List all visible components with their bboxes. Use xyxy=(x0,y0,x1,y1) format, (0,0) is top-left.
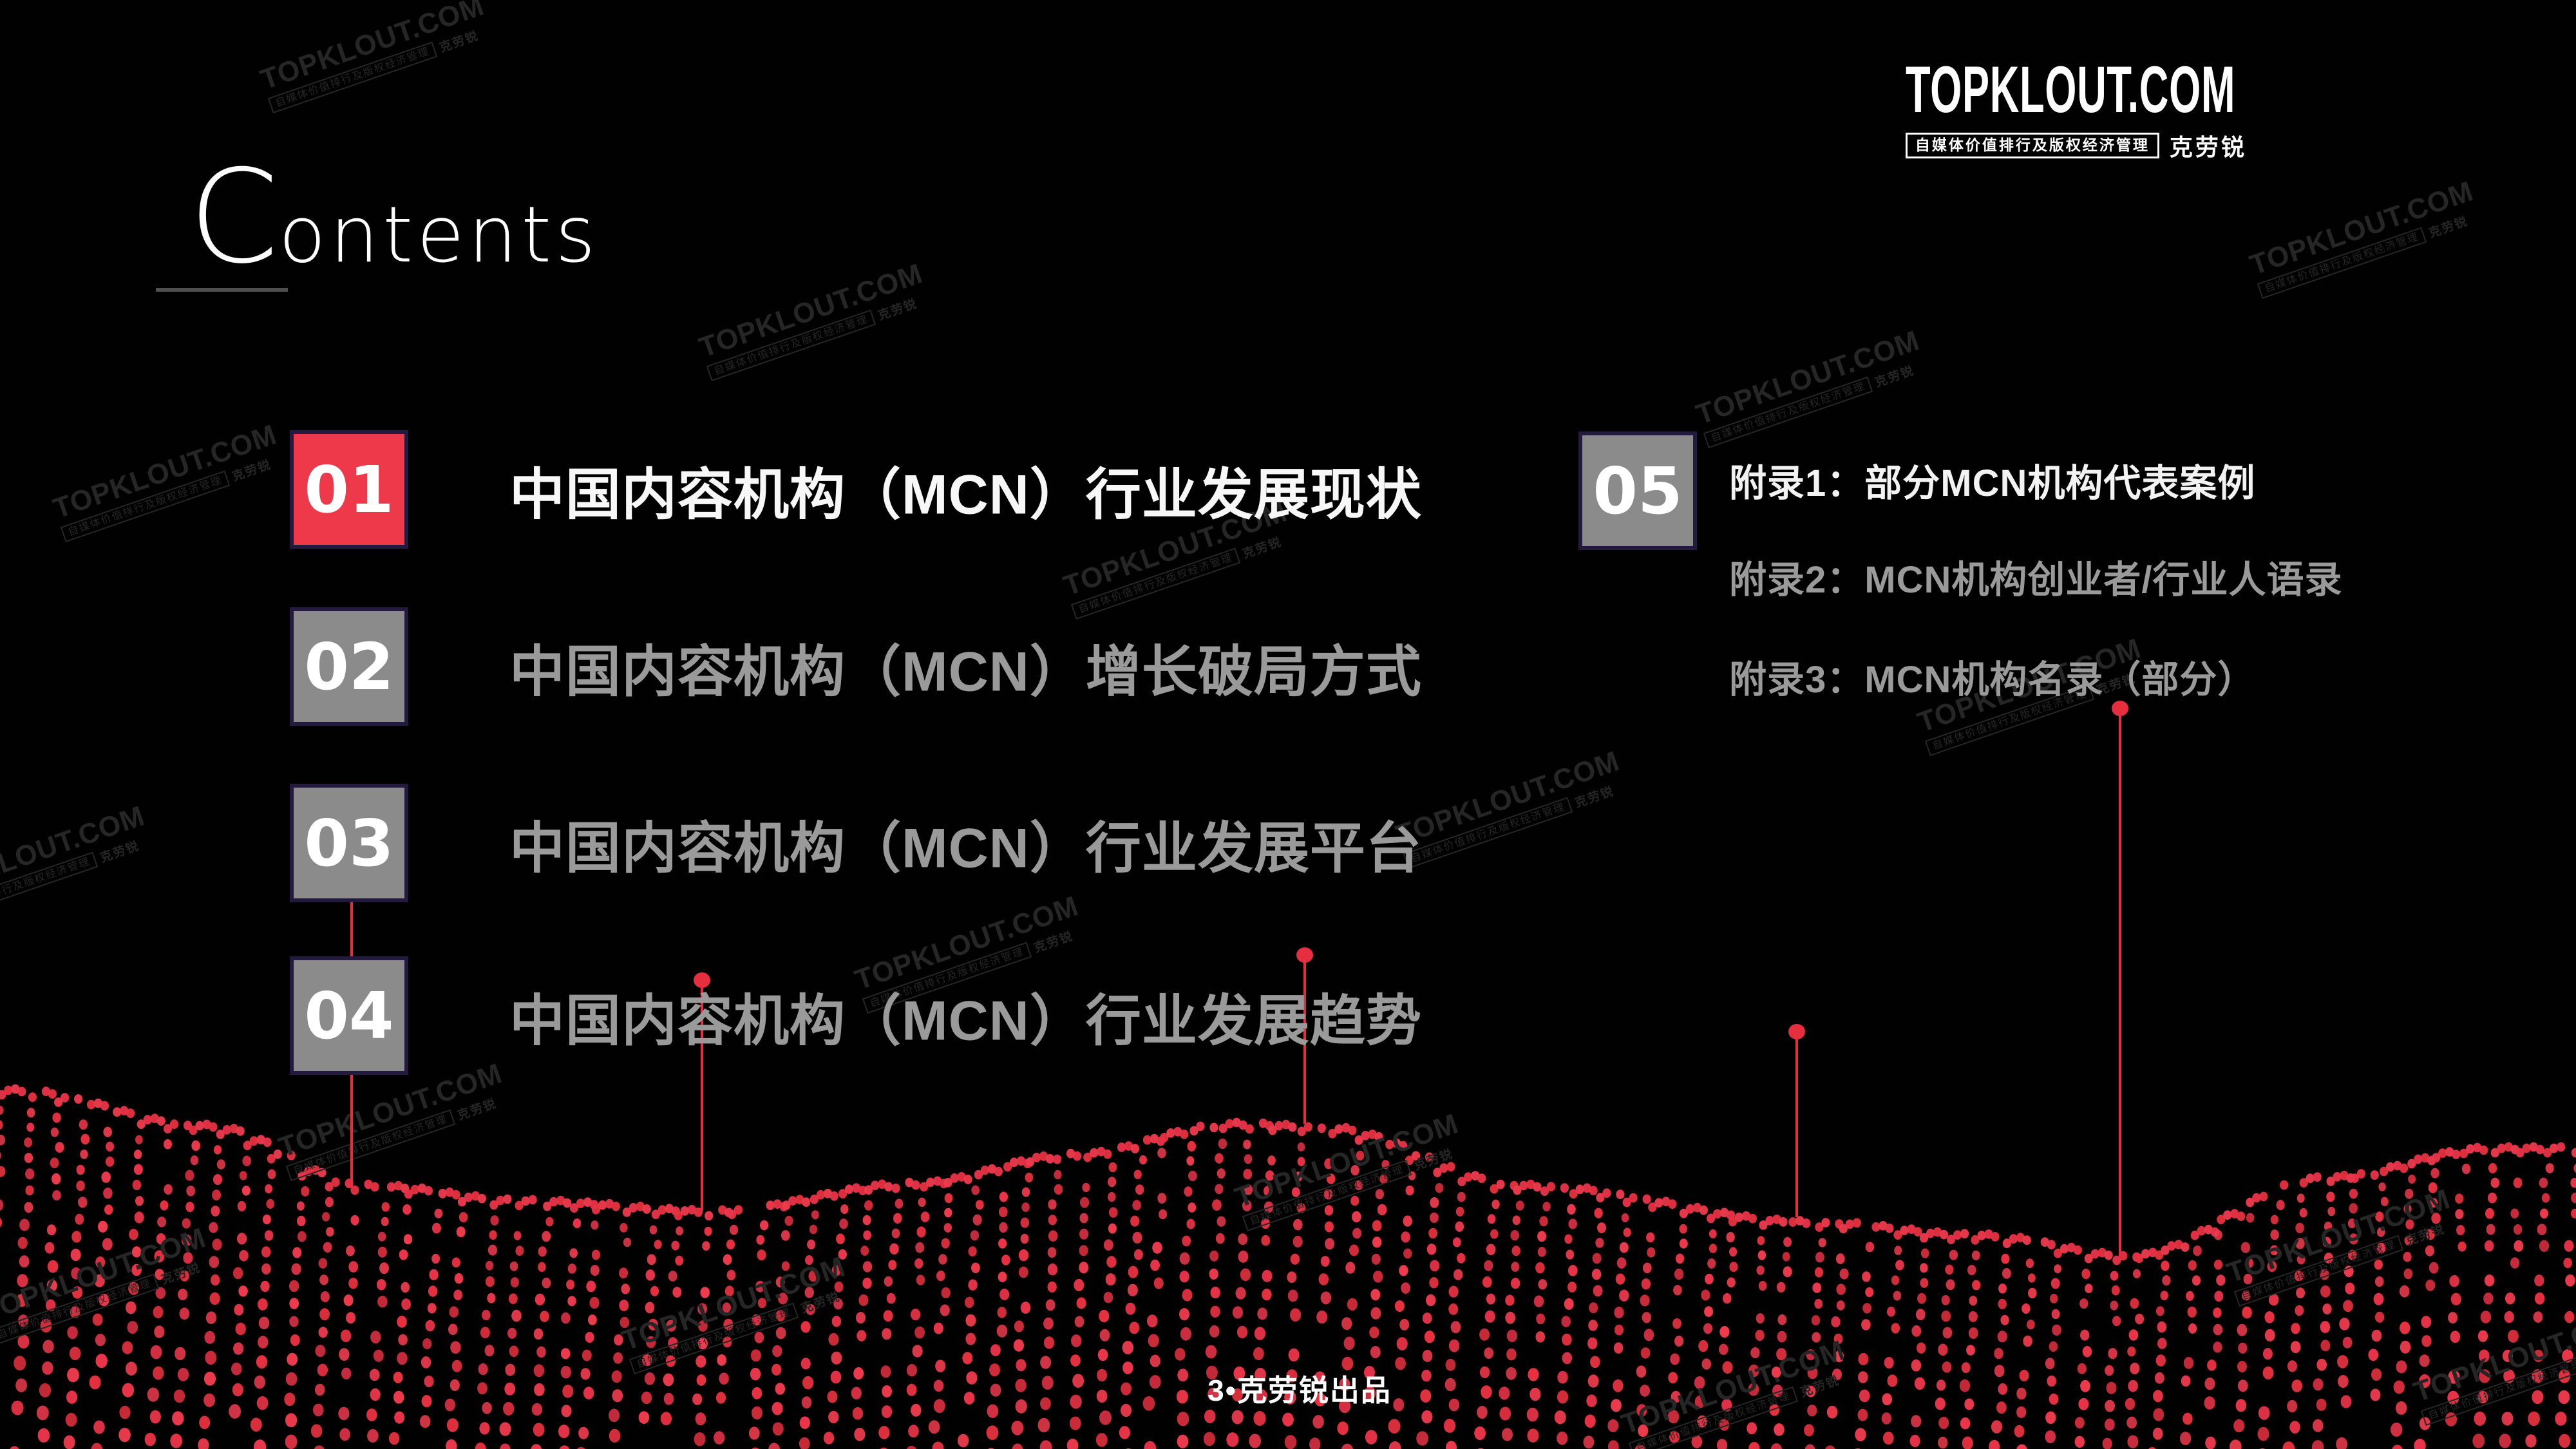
pin-marker-dot xyxy=(694,972,710,988)
toc-number-box-05: 05 xyxy=(1578,431,1697,550)
toc-number-box-02: 02 xyxy=(290,607,408,726)
appendix-line-1: 附录1：部分MCN机构代表案例 xyxy=(1729,462,2256,504)
toc-number-box-01: 01 xyxy=(290,430,408,549)
toc-item-label-04: 中国内容机构（MCN）行业发展趋势 xyxy=(509,990,1422,1052)
footer-credit: 3•克劳锐出品 xyxy=(1208,1374,1392,1407)
pin-marker-line xyxy=(1303,955,1306,1124)
brand-tagline: 自媒体价值排行及版权经济管理 xyxy=(1905,133,2159,158)
pin-marker-dot xyxy=(1788,1024,1805,1039)
pin-marker-line xyxy=(701,980,703,1211)
brand-logo-text: TOPKLOUT.COM xyxy=(1905,53,2236,126)
page-title-initial: C xyxy=(189,142,279,292)
pin-marker-dot xyxy=(1296,947,1313,963)
pin-marker-line xyxy=(2119,708,2121,1256)
toc-item-label-02: 中国内容机构（MCN）增长破局方式 xyxy=(509,641,1422,703)
toc-item-label-03: 中国内容机构（MCN）行业发展平台 xyxy=(509,817,1422,880)
brand-logo: TOPKLOUT.COM 自媒体价值排行及版权经济管理 克劳锐 xyxy=(1905,53,2438,162)
page-title: Contents xyxy=(189,153,600,282)
toc-item-label-01: 中国内容机构（MCN）行业发展现状 xyxy=(509,464,1422,526)
brand-logo-subline: 自媒体价值排行及版权经济管理 克劳锐 xyxy=(1905,129,2438,162)
toc-number-box-03: 03 xyxy=(290,784,408,902)
brand-name-cn: 克劳锐 xyxy=(2169,134,2247,160)
page-title-rest: ontents xyxy=(278,191,600,280)
title-underline xyxy=(156,288,288,292)
pin-marker-line xyxy=(1795,1032,1798,1217)
appendix-line-3: 附录3：MCN机构名录（部分） xyxy=(1729,659,2256,701)
appendix-line-2: 附录2：MCN机构创业者/行业人语录 xyxy=(1729,559,2343,601)
toc-number-box-04: 04 xyxy=(290,956,408,1075)
pin-marker-dot xyxy=(2112,701,2128,716)
